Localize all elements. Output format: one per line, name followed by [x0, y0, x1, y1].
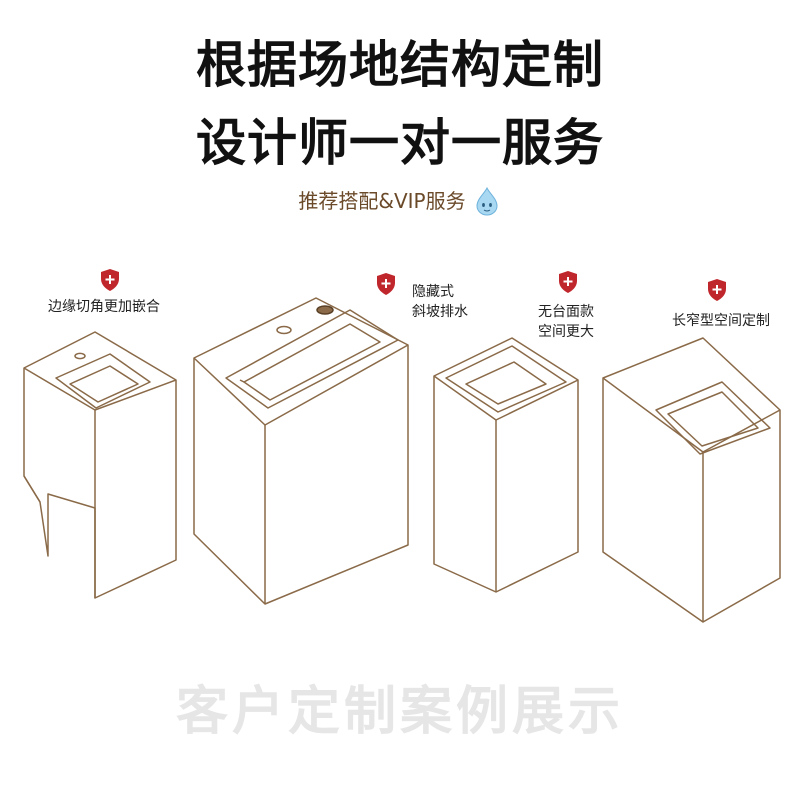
- headline-line-1: 根据场地结构定制: [196, 35, 604, 94]
- plus-shield-icon: [559, 271, 577, 293]
- basin-hidden-slope-drain: [193, 297, 409, 605]
- subline-text: 推荐搭配&VIP服务: [298, 189, 466, 213]
- footer-title: 客户定制案例展示: [175, 681, 624, 742]
- plus-shield-icon: [101, 269, 119, 291]
- feature-label-line: 无台面款: [538, 304, 594, 320]
- feature-label-corner-cut: 边缘切角更加嵌合: [48, 299, 160, 315]
- basin-no-countertop: [433, 337, 579, 593]
- plus-shield-icon: [377, 273, 395, 295]
- feature-label-long-narrow: 长窄型空间定制: [672, 313, 770, 329]
- water-drop-face-icon: [476, 186, 498, 216]
- basin-corner-cut: [23, 331, 177, 599]
- feature-label-hidden-drain: 隐藏式 斜坡排水: [412, 282, 468, 322]
- headline-line-2: 设计师一对一服务: [196, 113, 604, 172]
- subline: 推荐搭配&VIP服务: [0, 186, 800, 216]
- feature-label-line: 斜坡排水: [412, 304, 468, 320]
- basin-long-narrow: [602, 337, 781, 623]
- plus-shield-icon: [708, 279, 726, 301]
- feature-label-line: 空间更大: [538, 324, 594, 340]
- feature-label-no-countertop: 无台面款 空间更大: [538, 302, 594, 342]
- feature-label-line: 隐藏式: [412, 284, 454, 300]
